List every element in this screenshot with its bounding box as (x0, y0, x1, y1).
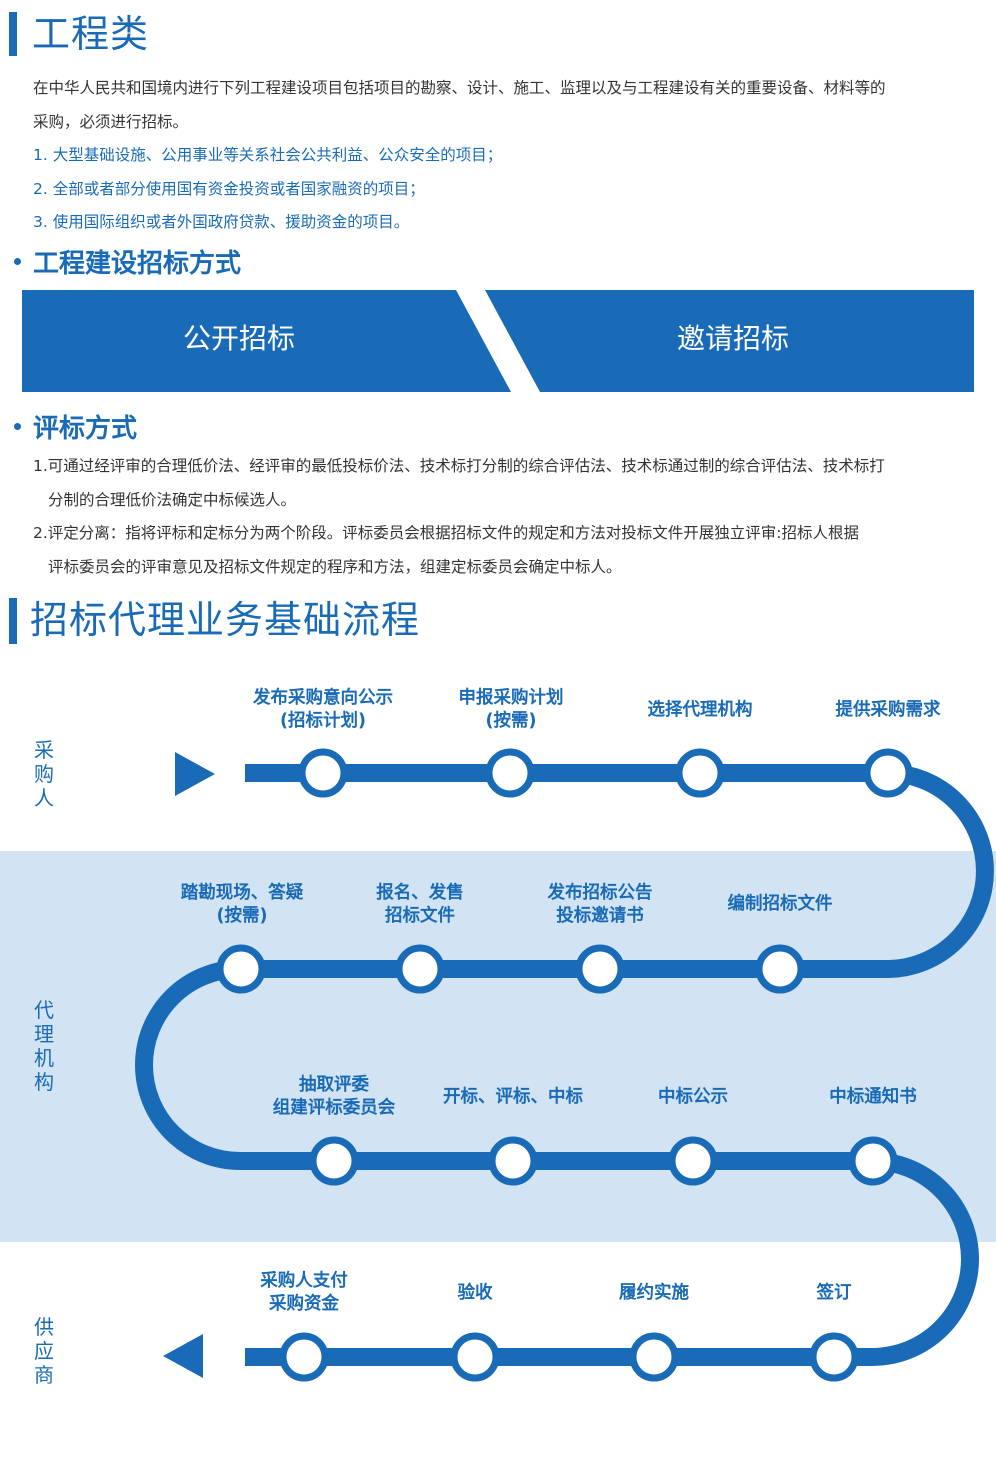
step-label: 开标、评标、中标 (443, 1086, 583, 1109)
step-label: 中标通知书 (829, 1086, 917, 1109)
step-label: 编制招标文件 (728, 893, 833, 916)
step-label: 报名、发售 招标文件 (376, 882, 464, 928)
step-label: 选择代理机构 (648, 699, 753, 722)
step-node (863, 748, 913, 798)
step-label-line: 提供采购需求 (835, 700, 941, 720)
step-label: 中标公示 (658, 1086, 728, 1109)
step-label-line: 招标文件 (385, 906, 455, 926)
step-label-line: (按需) (485, 711, 537, 731)
step-label-line: 投标邀请书 (556, 906, 644, 926)
step-label: 提供采购需求 (836, 699, 941, 722)
step-label-line: 验收 (457, 1283, 493, 1303)
step-label-line: 中标公示 (658, 1087, 728, 1107)
step-node (450, 1332, 500, 1382)
step-node (848, 1136, 898, 1186)
end-arrow-icon (163, 1334, 203, 1378)
process-flow-diagram (135, 748, 994, 1382)
step-node (629, 1332, 679, 1382)
step-label: 申报采购计划 (按需) (459, 687, 564, 733)
step-label: 发布采购意向公示 (招标计划) (253, 687, 393, 733)
step-label-line: 开标、评标、中标 (443, 1087, 583, 1107)
engineering-item-2: 2. 全部或者部分使用国有资金投资或者国家融资的项目； (33, 180, 425, 198)
step-label-line: 中标通知书 (829, 1087, 917, 1107)
bidding-methods-banner (22, 290, 974, 392)
step-label-line: 踏勘现场、答疑 (180, 883, 304, 903)
evaluation-title: 评标方式 (33, 414, 138, 444)
step-label-line: 采购资金 (269, 1294, 339, 1314)
step-label-line: 选择代理机构 (647, 700, 753, 720)
bidding-methods-heading: 工程建设招标方式 (14, 251, 241, 277)
step-label: 踏勘现场、答疑 (按需) (181, 882, 304, 928)
step-label-line: 抽取评委 (299, 1075, 369, 1095)
step-node (279, 1332, 329, 1382)
step-node (575, 944, 625, 994)
lane-label-supplier: 供应商 (34, 1315, 54, 1387)
bullet-dot (14, 258, 21, 265)
step-node (309, 1136, 359, 1186)
invited-bidding-label: 邀请招标 (677, 322, 790, 355)
step-label: 验收 (458, 1282, 493, 1305)
step-label: 采购人支付 采购资金 (260, 1270, 348, 1316)
open-bidding-block (22, 290, 511, 392)
evaluation-item2-line1: 2.评定分离：指将评标和定标分为两个阶段。评标委员会根据招标文件的规定和方法对投… (33, 524, 860, 542)
step-node (755, 944, 805, 994)
evaluation-item1-line2: 分制的合理低价法确定中标候选人。 (48, 491, 297, 509)
flow-line (135, 764, 994, 1366)
step-node (298, 748, 348, 798)
engineering-item-1: 1. 大型基础设施、公用事业等关系社会公共利益、公众安全的项目； (33, 146, 503, 164)
step-node (488, 1136, 538, 1186)
step-label-line: 申报采购计划 (458, 688, 564, 708)
evaluation-heading: 评标方式 (14, 416, 137, 442)
step-label-line: 编制招标文件 (727, 894, 833, 914)
lane-label-purchaser: 采购人 (34, 738, 54, 810)
step-label-line: (招标计划) (280, 711, 366, 731)
step-label-line: 发布招标公告 (547, 883, 653, 903)
step-label: 签订 (817, 1282, 852, 1305)
step-label-line: 组建评标委员会 (272, 1098, 396, 1118)
evaluation-item1-line1: 1.可通过经评审的合理低价法、经评审的最低投标价法、技术标打分制的综合评估法、技… (33, 457, 885, 475)
step-node (395, 944, 445, 994)
section-bar (9, 598, 17, 644)
process-title: 招标代理业务基础流程 (30, 598, 421, 642)
step-label: 抽取评委 组建评标委员会 (273, 1074, 396, 1120)
step-label-line: 报名、发售 (376, 883, 464, 903)
evaluation-item2-line2: 评标委员会的评审意见及招标文件规定的程序和方法，组建定标委员会确定中标人。 (48, 558, 622, 576)
step-label-line: 签订 (816, 1283, 852, 1303)
step-node (675, 748, 725, 798)
step-node (809, 1332, 859, 1382)
engineering-intro-line2: 采购，必须进行招标。 (33, 113, 189, 131)
step-label-line: 发布采购意向公示 (253, 688, 393, 708)
bullet-dot (14, 423, 21, 430)
bidding-methods-title: 工程建设招标方式 (33, 249, 242, 279)
step-label: 发布招标公告 投标邀请书 (548, 882, 653, 928)
step-label-line: 采购人支付 (260, 1271, 348, 1291)
engineering-item-3: 3. 使用国际组织或者外国政府贷款、援助资金的项目。 (33, 213, 410, 231)
engineering-title: 工程类 (32, 12, 150, 56)
step-label-line: 履约实施 (619, 1283, 689, 1303)
step-node (216, 944, 266, 994)
open-bidding-label: 公开招标 (183, 322, 296, 355)
step-node (485, 748, 535, 798)
step-node (668, 1136, 718, 1186)
section-bar (9, 12, 17, 56)
step-label: 履约实施 (619, 1282, 689, 1305)
start-arrow-icon (175, 752, 215, 796)
invited-bidding-block (485, 290, 974, 392)
engineering-intro-line1: 在中华人民共和国境内进行下列工程建设项目包括项目的勘察、设计、施工、监理以及与工… (33, 79, 886, 97)
lane-label-agency: 代理机构 (34, 998, 54, 1094)
step-label-line: (按需) (216, 906, 268, 926)
